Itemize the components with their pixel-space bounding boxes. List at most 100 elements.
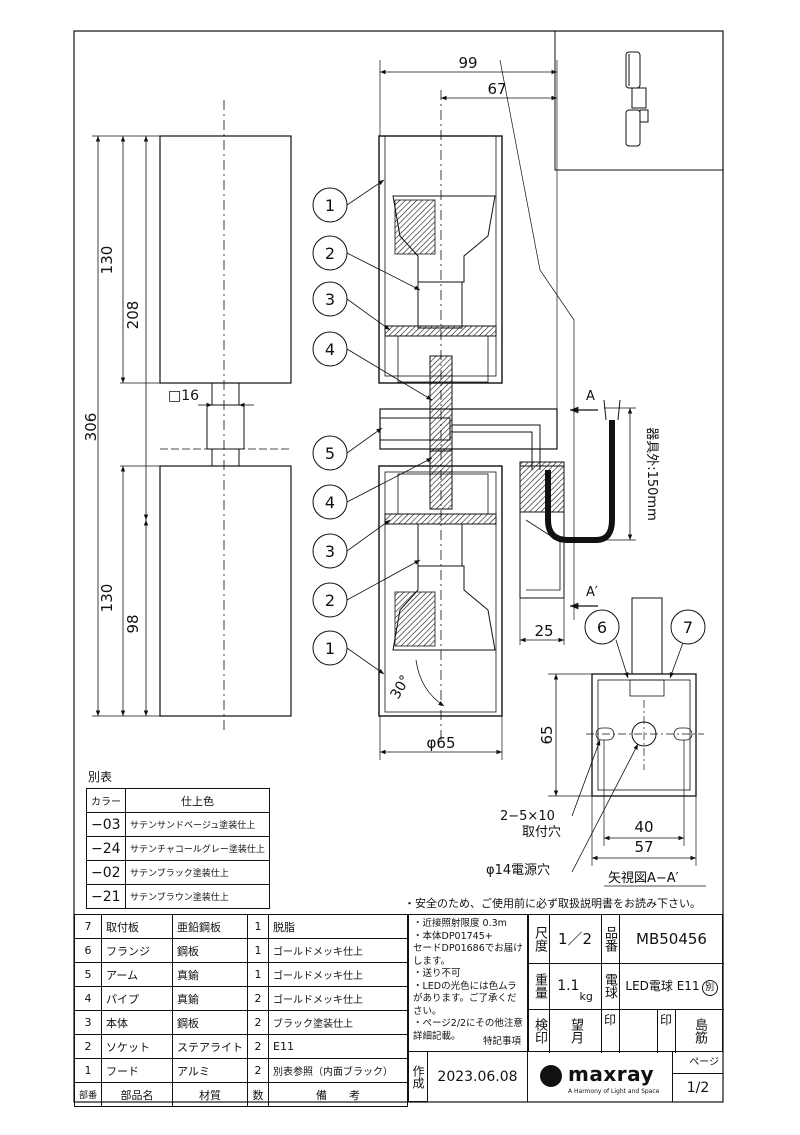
part-no: 1 — [73, 1058, 103, 1083]
dim-40: 40 — [634, 818, 653, 836]
part-no: 2 — [73, 1034, 103, 1059]
page-label: ページ — [673, 1052, 723, 1074]
balloon-6: 6 — [584, 609, 620, 645]
color-code: −02 — [86, 860, 126, 885]
dim-130-top: 130 — [98, 246, 116, 275]
note-line: します。 — [413, 955, 451, 967]
part-material: アルミ — [172, 1058, 249, 1083]
color-code: −24 — [86, 836, 126, 861]
date: 2023.06.08 — [428, 1052, 528, 1102]
note-line: セードDP01686でお届け — [413, 943, 523, 954]
part-name: 本体 — [101, 1010, 174, 1035]
arrow-a-prime-label: A′ — [586, 585, 598, 600]
dim-square-16: □16 — [168, 388, 199, 404]
balloon-text: 2 — [325, 591, 335, 610]
dim-25: 25 — [534, 622, 553, 640]
balloon-3-top: 3 — [312, 281, 348, 317]
bulb-note-badge: 別 — [701, 980, 718, 996]
color-header-code: カラー — [86, 788, 126, 813]
note-line: ・ページ2/2にその他注意詳細記載。 — [413, 1018, 523, 1042]
color-code: −21 — [86, 884, 126, 909]
balloon-3-bottom: 3 — [312, 533, 348, 569]
header-part-name: 部品名 — [101, 1082, 174, 1107]
safety-note: ・安全のため、ご使用前に必ず取扱説明書をお読み下さい。 — [404, 897, 701, 910]
header-remark: 備 考 — [268, 1082, 408, 1107]
mounting-hole-label: 2−5×10 — [500, 809, 555, 824]
part-remark: ゴールドメッキ仕上 — [268, 938, 408, 963]
balloon-2-top: 2 — [312, 235, 348, 271]
balloon-5: 5 — [312, 435, 348, 471]
note-line: ・LEDの光色には色ムラがあります。ご了承ください。 — [413, 980, 517, 1017]
weight-label: 重量 — [529, 963, 550, 1010]
arrow-a-label: A — [586, 389, 595, 404]
color-code: −03 — [86, 812, 126, 837]
color-finish: サテンチャコールグレー塗装仕上 — [125, 836, 270, 861]
view-a-a — [548, 597, 706, 887]
parts-header: 部番部品名材質数備 考 — [73, 1082, 408, 1107]
note-line: ・近接照射限度 0.3m — [413, 918, 507, 929]
weight-unit: kg — [579, 990, 593, 1003]
part-material: 鋼板 — [172, 938, 249, 963]
balloon-leaders — [346, 179, 685, 679]
weight-number: 1.1 — [557, 978, 580, 994]
dim-67: 67 — [487, 80, 506, 98]
dim-phi65: φ65 — [427, 734, 456, 752]
bulb-type: LED電球 E11 — [625, 979, 700, 993]
page-number: 1/2 — [686, 1080, 710, 1096]
balloon-7: 7 — [670, 609, 706, 645]
balloon-1-top: 1 — [312, 187, 348, 223]
maxray-logo: maxray A Harmony of Light and Space — [528, 1052, 673, 1102]
color-finish: サテンサンドベージュ塗装仕上 — [125, 812, 270, 837]
logo-mark-icon — [540, 1065, 562, 1087]
dim-130-bottom: 130 — [98, 584, 116, 613]
color-finish: サテンブラック塗装仕上 — [125, 860, 270, 885]
item-number: MB50456 — [619, 915, 724, 964]
part-remark: 別表参照（内面ブラック） — [268, 1058, 408, 1083]
part-material: 真鍮 — [172, 962, 249, 987]
balloon-text: 4 — [325, 340, 335, 359]
inset-box — [554, 30, 724, 171]
part-name: アーム — [101, 962, 174, 987]
stamp-label-1: 印 — [601, 1009, 620, 1053]
part-no: 5 — [73, 962, 103, 987]
part-name: フランジ — [101, 938, 174, 963]
balloon-4-top: 4 — [312, 331, 348, 367]
part-remark: ゴールドメッキ仕上 — [268, 962, 408, 987]
dim-98: 98 — [124, 614, 142, 633]
inspect-label: 検印 — [529, 1009, 550, 1053]
color-table-header: カラー 仕上色 — [86, 788, 270, 813]
part-remark: 脱脂 — [268, 914, 408, 939]
balloon-text: 7 — [683, 618, 693, 637]
dim-57: 57 — [634, 838, 653, 856]
header-part-no: 部番 — [73, 1082, 103, 1107]
part-remark: ゴールドメッキ仕上 — [268, 986, 408, 1011]
part-qty: 2 — [247, 986, 270, 1011]
color-finish: サテンブラウン塗装仕上 — [125, 884, 270, 909]
dim-angle-30: 30° — [388, 672, 414, 702]
side-view — [92, 100, 292, 730]
inset-fixture-icon — [625, 51, 649, 147]
view-a-a-label: 矢視図A−A′ — [608, 871, 679, 886]
part-remark: ブラック塗装仕上 — [268, 1010, 408, 1035]
part-name: 取付板 — [101, 914, 174, 939]
part-qty: 1 — [247, 914, 270, 939]
scale-label: 尺度 — [529, 915, 550, 964]
cord-length: 器具外:150mm — [644, 427, 659, 521]
part-no: 7 — [73, 914, 103, 939]
item-label: 品番 — [601, 915, 620, 964]
note-line: ・本体DP01745+ — [413, 930, 493, 942]
logo-text: maxray — [568, 1062, 655, 1086]
dim-65: 65 — [538, 725, 556, 744]
balloon-1-bottom: 1 — [312, 630, 348, 666]
part-qty: 2 — [247, 1058, 270, 1083]
